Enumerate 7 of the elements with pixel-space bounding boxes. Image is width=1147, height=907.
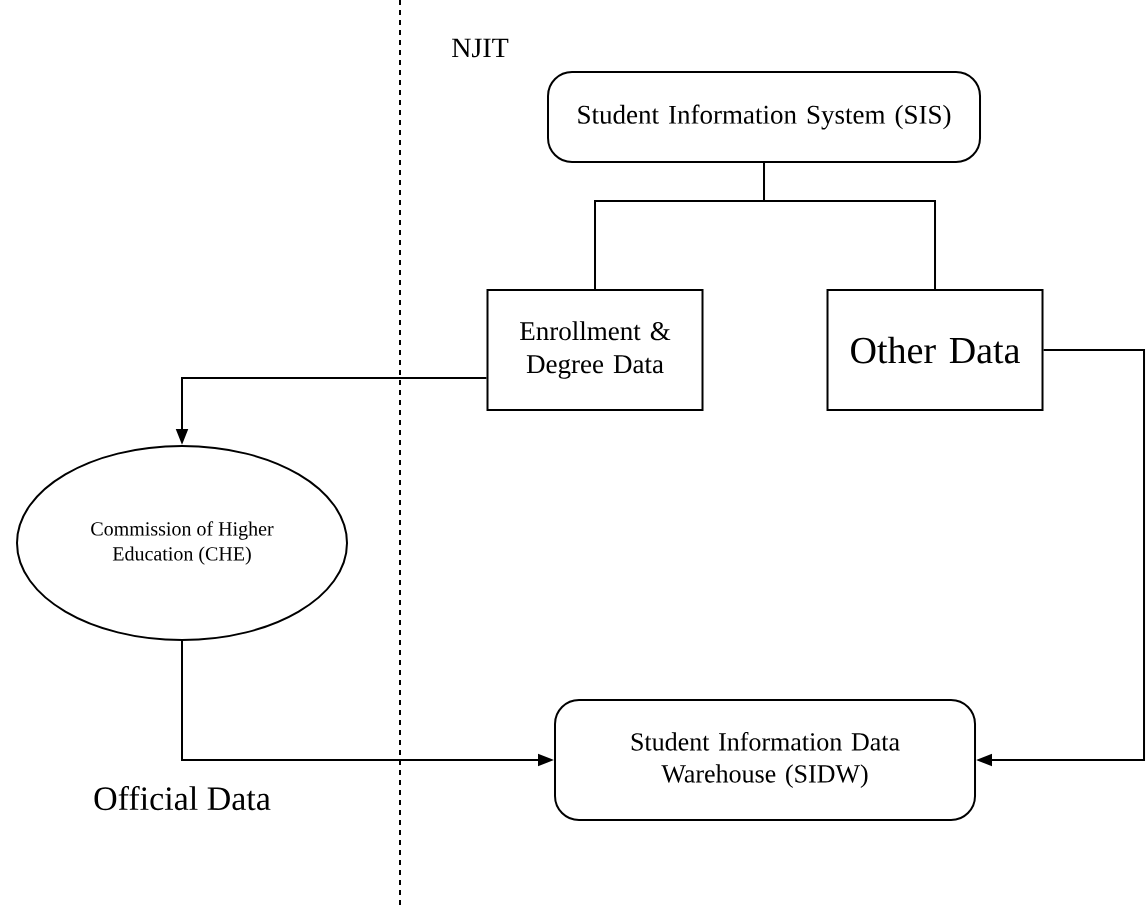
connector: [763, 162, 936, 290]
process-box: Student Information Data Warehouse (SIDW): [554, 699, 976, 821]
data-box: Enrollment & Degree Data: [486, 289, 704, 411]
area-label: Official Data: [94, 785, 271, 811]
area-label: NJIT: [452, 38, 509, 58]
process-box: Student Information System (SIS): [547, 71, 981, 163]
data-box: Other Data: [826, 289, 1044, 411]
